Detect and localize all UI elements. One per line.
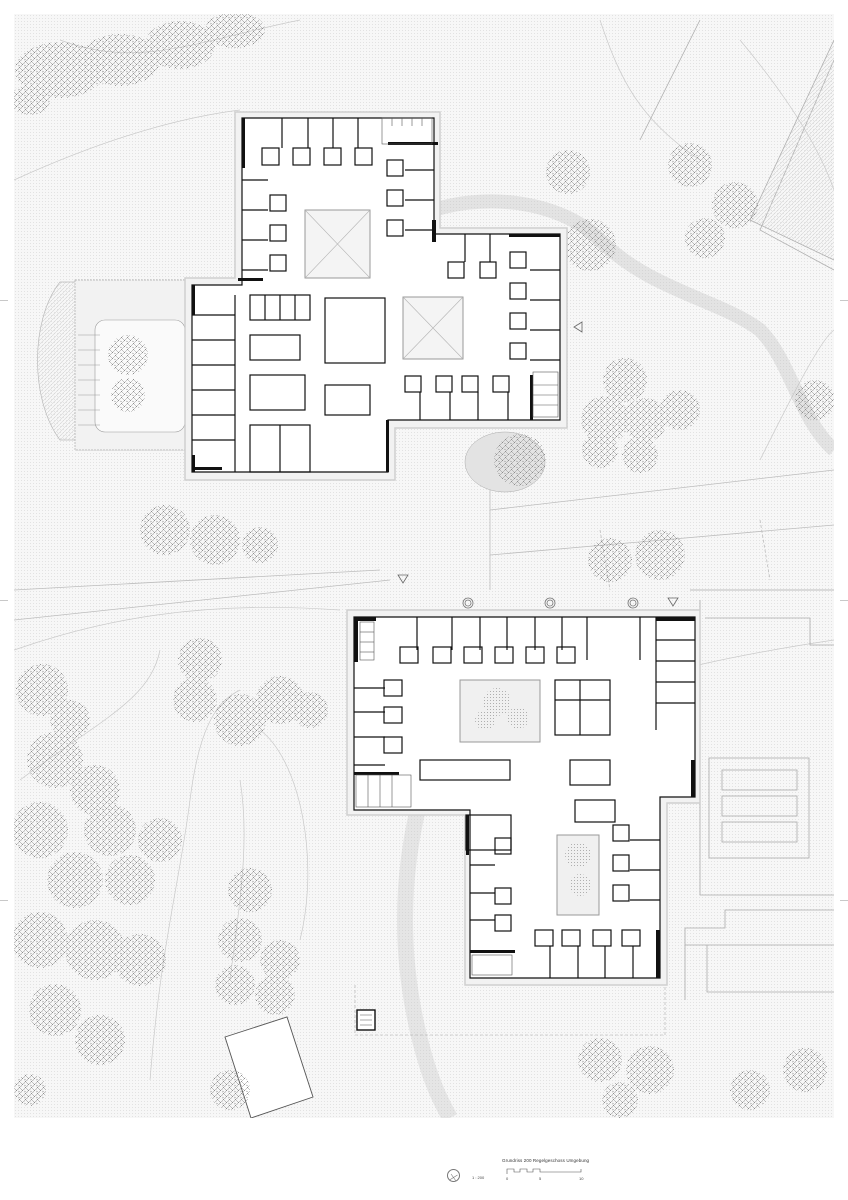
scale-tick-0: 0 bbox=[506, 1176, 509, 1181]
exterior-stair bbox=[356, 1009, 376, 1031]
entrance-triangles bbox=[397, 321, 679, 607]
north-arrow-icon bbox=[447, 1169, 460, 1182]
neighbour-building-lower bbox=[684, 589, 834, 1000]
courtyard-lower-south bbox=[556, 834, 600, 916]
site-plan-drawing bbox=[14, 14, 834, 1118]
column-markers bbox=[462, 597, 639, 609]
scale-tick-10: 10 bbox=[579, 1176, 584, 1181]
drawing-title: Grundriss 200 Regelgeschoss Umgebung bbox=[502, 1158, 590, 1163]
crop-mark bbox=[840, 900, 848, 901]
scale-tick-5: 5 bbox=[539, 1176, 542, 1181]
neighbour-building-upper bbox=[639, 19, 834, 271]
upper-building bbox=[184, 111, 568, 481]
title-block: 1 : 200 Grundriss 200 Regelgeschoss Umge… bbox=[440, 1150, 620, 1190]
trees bbox=[14, 14, 834, 1118]
site-area bbox=[14, 14, 834, 1118]
crop-mark bbox=[840, 300, 848, 301]
courtyard-lower-north bbox=[459, 679, 541, 743]
parking-area bbox=[37, 279, 186, 451]
crop-mark bbox=[0, 300, 8, 301]
scale-label: 1 : 200 bbox=[472, 1175, 485, 1180]
scale-bar bbox=[506, 1168, 582, 1174]
lower-building bbox=[346, 609, 701, 1036]
crop-mark bbox=[0, 900, 8, 901]
crop-mark bbox=[0, 600, 8, 601]
courtyard-upper-right bbox=[402, 296, 464, 360]
courtyard-upper-left bbox=[304, 209, 371, 279]
crop-mark bbox=[840, 600, 848, 601]
